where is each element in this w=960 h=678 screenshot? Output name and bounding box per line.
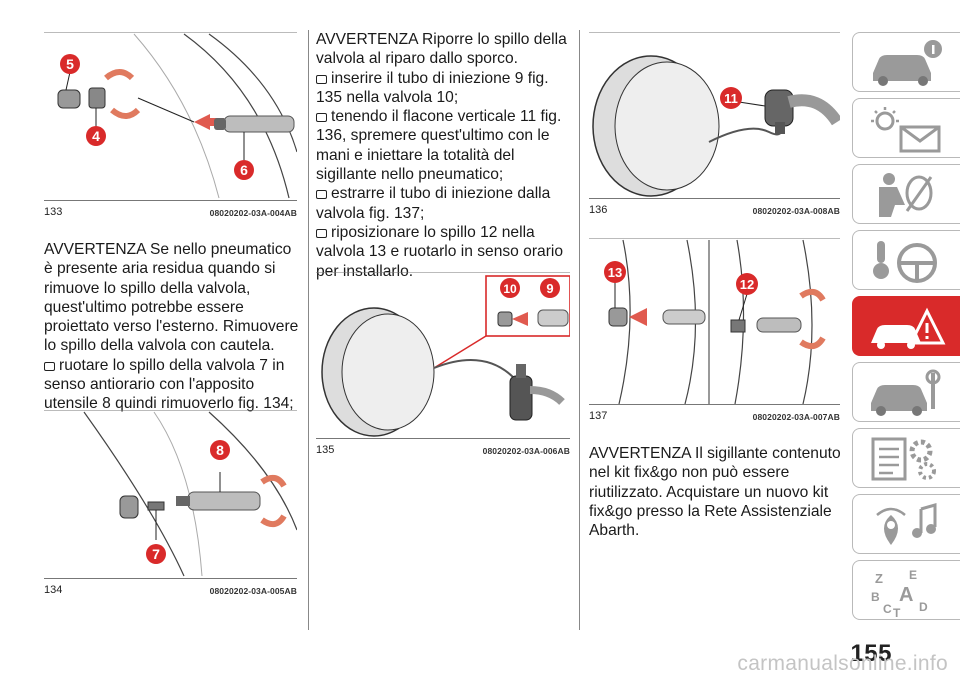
- procedure-step: tenendo il flacone verticale 11 fig. 136…: [316, 108, 562, 184]
- key-steering-wheel-icon: [873, 241, 937, 283]
- figure-135: 10 9 135 08020202-03A-006AB: [316, 272, 570, 462]
- tab-technical-data[interactable]: [852, 428, 960, 488]
- emergency-icon: [871, 307, 946, 349]
- column-2-text: AVVERTENZA Riporre lo spillo della valvo…: [316, 30, 570, 281]
- index-icon: Z E A B C T D: [871, 568, 928, 619]
- callout-5: 5: [66, 56, 74, 72]
- index-letter: B: [871, 590, 880, 604]
- callout-8: 8: [216, 442, 224, 458]
- figure-133-illustration: 5 4 6: [44, 32, 297, 200]
- callout-7: 7: [152, 546, 160, 562]
- figure-136-illustration: 11: [589, 32, 840, 198]
- index-letter: Z: [875, 571, 883, 586]
- technical-data-icon: [871, 437, 936, 481]
- figure-133: 5 4 6 133 08020202-03A-004AB: [44, 32, 297, 224]
- page-number: 155: [850, 640, 892, 667]
- index-letter: E: [909, 568, 917, 582]
- multimedia-icon: [876, 503, 937, 545]
- figure-135-illustration: 10 9: [316, 272, 570, 438]
- figure-number: 133: [44, 206, 63, 218]
- figure-137-illustration: 13 12: [589, 238, 840, 404]
- tab-car-info[interactable]: [852, 32, 960, 92]
- seat-airbag-icon: [879, 173, 933, 217]
- tab-seat-airbag[interactable]: [852, 164, 960, 224]
- figure-number: 134: [44, 584, 63, 596]
- warning-text: AVVERTENZA Se nello pneumatico è present…: [44, 241, 299, 355]
- figure-number: 135: [316, 444, 335, 456]
- checkbox-bullet-icon: [44, 361, 55, 371]
- figure-code: 08020202-03A-004AB: [209, 208, 297, 218]
- figure-code: 08020202-03A-007AB: [752, 412, 840, 422]
- figure-code: 08020202-03A-008AB: [752, 206, 840, 216]
- tab-maintenance[interactable]: [852, 362, 960, 422]
- procedure-step: ruotare lo spillo della valvola 7 in sen…: [44, 356, 294, 413]
- column-separator: [308, 30, 309, 630]
- figure-134-illustration: 8 7: [44, 410, 297, 578]
- figure-137: 13 12 137 08020202-03A-007AB: [589, 238, 840, 426]
- figure-code: 08020202-03A-005AB: [209, 586, 297, 596]
- warning-text: AVVERTENZA Riporre lo spillo della valvo…: [316, 31, 567, 68]
- figure-code: 08020202-03A-006AB: [482, 446, 570, 456]
- warning-text: AVVERTENZA Il sigillante contenuto nel k…: [589, 445, 841, 540]
- procedure-step: inserire il tubo di iniezione 9 fig. 135…: [316, 69, 549, 106]
- callout-10: 10: [503, 282, 517, 296]
- watermark: carmanualsonline.info: [737, 652, 948, 675]
- callout-12: 12: [740, 277, 754, 292]
- procedure-step: riposizionare lo spillo 12 nella valvola…: [316, 223, 564, 280]
- figure-136: 11 136 08020202-03A-008AB: [589, 32, 840, 222]
- callout-6: 6: [240, 162, 248, 178]
- car-maintenance-icon: [871, 369, 941, 416]
- tab-index[interactable]: Z E A B C T D: [852, 560, 960, 620]
- index-letter: T: [893, 606, 901, 619]
- tab-multimedia[interactable]: [852, 494, 960, 554]
- tab-key-steering[interactable]: [852, 230, 960, 290]
- figure-number: 136: [589, 204, 608, 216]
- column-3-text: AVVERTENZA Il sigillante contenuto nel k…: [589, 444, 843, 540]
- callout-9: 9: [546, 281, 553, 296]
- index-letter: D: [919, 600, 928, 614]
- callout-13: 13: [608, 265, 622, 280]
- column-1-text: AVVERTENZA Se nello pneumatico è present…: [44, 240, 302, 414]
- tab-warning-lights[interactable]: [852, 98, 960, 158]
- index-letter: A: [899, 584, 913, 606]
- column-separator: [579, 30, 580, 630]
- index-letter: C: [883, 602, 892, 616]
- checkbox-bullet-icon: [316, 190, 327, 200]
- car-info-icon: [873, 40, 942, 86]
- figure-134: 8 7 134 08020202-03A-005AB: [44, 410, 297, 602]
- checkbox-bullet-icon: [316, 228, 327, 238]
- checkbox-bullet-icon: [316, 74, 327, 84]
- tab-emergency[interactable]: [852, 296, 960, 356]
- procedure-step: estrarre il tubo di iniezione dalla valv…: [316, 185, 551, 222]
- callout-11: 11: [724, 91, 738, 106]
- callout-4: 4: [92, 128, 100, 144]
- warning-lights-icon: [871, 107, 941, 153]
- checkbox-bullet-icon: [316, 113, 327, 123]
- figure-number: 137: [589, 410, 608, 422]
